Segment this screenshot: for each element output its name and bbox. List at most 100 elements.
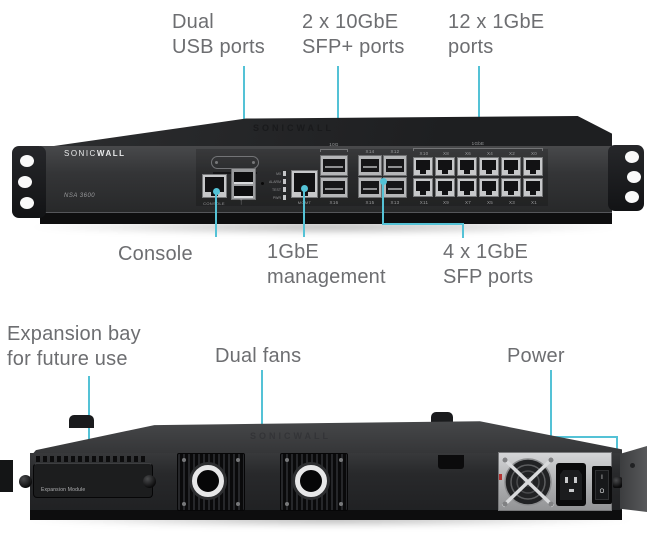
- led-label: TEST: [272, 187, 281, 192]
- label-4x1gbe-sfp-ports: 4 x 1GbE SFP ports: [443, 240, 533, 290]
- power-switch: I O: [592, 466, 612, 504]
- led-indicator: [283, 171, 286, 176]
- sfp-port-label: X13: [390, 200, 400, 205]
- label-dual-fans: Dual fans: [215, 344, 301, 369]
- callout-line-sfp-v1: [382, 181, 384, 225]
- mount-hole: [625, 191, 639, 203]
- psu-thumbscrew: [613, 477, 622, 488]
- copper-group-bracket: [413, 148, 543, 151]
- sfp-port-label: X14: [365, 149, 375, 154]
- label-line: 4 x 1GbE: [443, 241, 528, 263]
- label-line: management: [267, 266, 386, 288]
- label-line: 2 x 10GbE: [302, 11, 399, 33]
- copper-port-label: X11: [419, 200, 429, 205]
- label-12x1gbe-ports: 12 x 1GbE ports: [448, 10, 544, 60]
- sfp-plus-group-bracket: [320, 149, 348, 152]
- sfp-plus-group-label: 10G: [329, 142, 339, 147]
- copper-port-label: X9: [442, 200, 450, 205]
- label-line: 12 x 1GbE: [448, 11, 545, 33]
- psu-fan-guard: [501, 456, 555, 508]
- label-1gbe-management: 1GbE management: [267, 240, 386, 290]
- ethernet-port: [413, 178, 433, 197]
- callout-line-expansion: [88, 376, 90, 482]
- sfp-port: [358, 155, 382, 176]
- label-line: Dual: [172, 11, 214, 33]
- sfp-port-label: X15: [365, 200, 375, 205]
- sfp-plus-port-label: X16: [329, 200, 339, 205]
- front-chassis-bottom-strip: [40, 212, 612, 224]
- thumbscrew: [19, 475, 32, 488]
- front-left-rack-ear: [12, 146, 46, 218]
- power-inlet-socket: [560, 470, 582, 500]
- power-switch-rocker: I O: [595, 470, 609, 500]
- label-line: for future use: [7, 348, 128, 370]
- inlet-pin: [569, 489, 574, 492]
- led-row: ALARM: [268, 179, 286, 184]
- switch-off-mark: O: [599, 489, 605, 495]
- fan-screw: [182, 458, 186, 462]
- mount-hole: [20, 197, 34, 209]
- copper-port-label: X10: [419, 151, 429, 156]
- fan-impeller: [192, 465, 224, 497]
- fan-screw: [182, 502, 186, 506]
- copper-group-label: 1GbE: [471, 141, 485, 146]
- label-power: Power: [507, 344, 565, 369]
- fan-screw: [339, 458, 343, 462]
- label-dual-usb-ports: Dual USB ports: [172, 10, 265, 60]
- front-right-rack-ear: [608, 145, 644, 211]
- copper-port-label: X4: [486, 151, 494, 156]
- copper-port-label: X1: [530, 200, 538, 205]
- fan-screw: [285, 502, 289, 506]
- callout-line-power-stem: [550, 370, 552, 438]
- label-line: Console: [118, 243, 193, 265]
- led-label: ALARM: [268, 179, 281, 184]
- inlet-pin: [565, 477, 568, 483]
- badge-screw: [215, 161, 218, 164]
- label-line: Power: [507, 345, 565, 367]
- expansion-module-panel: Expansion Module: [33, 463, 153, 498]
- copper-port-label: X3: [508, 200, 516, 205]
- label-line: Dual fans: [215, 345, 302, 367]
- sfp-plus-port: [320, 177, 348, 198]
- label-line: ports: [448, 36, 494, 58]
- rear-lid-embossed-logo: SONICWALL: [250, 431, 331, 441]
- brand-logo-light: SONIC: [64, 149, 97, 158]
- fan-screw: [285, 458, 289, 462]
- ethernet-port: [479, 157, 499, 176]
- callout-line-mgmt: [303, 188, 305, 237]
- thumbscrew: [143, 475, 156, 488]
- usb-icon: ᛉ: [239, 199, 244, 206]
- callout-line-console: [215, 191, 217, 237]
- led-indicator: [283, 179, 286, 184]
- rear-center-tab: [438, 455, 464, 469]
- console-port-label: CONSOLE: [203, 201, 225, 206]
- sfp-port-label: X12: [390, 149, 400, 154]
- label-console: Console: [118, 242, 193, 267]
- ethernet-port: [501, 178, 521, 197]
- rear-right-side: [620, 446, 647, 512]
- fan-screw: [236, 502, 240, 506]
- label-expansion-bay: Expansion bay for future use: [7, 322, 141, 372]
- mount-hole: [625, 151, 639, 163]
- badge-screw: [252, 161, 255, 164]
- label-line: SFP+ ports: [302, 36, 405, 58]
- led-indicator: [283, 187, 286, 192]
- led-label: M0: [276, 171, 281, 176]
- led-row: PWR: [268, 195, 286, 200]
- copper-port-label: X7: [464, 200, 472, 205]
- label-sfp-plus-ports: 2 x 10GbE SFP+ ports: [302, 10, 405, 60]
- ethernet-port: [457, 157, 477, 176]
- ethernet-port: [435, 157, 455, 176]
- power-inlet: [556, 463, 586, 506]
- rear-left-ear-tab: [0, 460, 13, 492]
- label-line: SFP ports: [443, 266, 534, 288]
- usb-slot: [234, 172, 253, 184]
- copper-port-label: X2: [508, 151, 516, 156]
- switch-on-mark: I: [601, 475, 603, 481]
- led-row: M0: [268, 171, 286, 176]
- rear-ear-tab: [431, 412, 453, 424]
- sfp-port: [383, 155, 407, 176]
- ethernet-port: [501, 157, 521, 176]
- usb-slot: [234, 186, 253, 198]
